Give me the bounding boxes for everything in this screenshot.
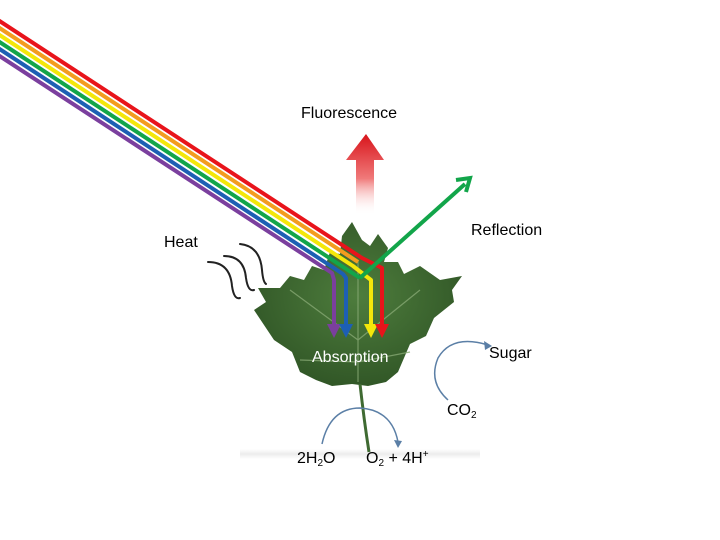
- co2-label: CO2: [447, 402, 477, 421]
- maple-leaf-icon: [254, 222, 462, 453]
- absorption-label: Absorption: [312, 349, 389, 366]
- heat-wave-icon: [207, 243, 267, 300]
- beam-yellow: [0, 32, 373, 326]
- reflection-label: Reflection: [471, 222, 543, 239]
- heat-label: Heat: [164, 234, 198, 251]
- beam-orange: [0, 25, 360, 264]
- beam-red: [0, 18, 384, 326]
- absorbed-arrowheads: [327, 324, 389, 338]
- beam-blue: [0, 46, 348, 326]
- oxygen-protons: + 4H: [384, 450, 423, 467]
- co2-subscript: 2: [471, 410, 477, 421]
- fluorescence-label: Fluorescence: [301, 105, 398, 122]
- water-subscript: 2: [317, 458, 324, 469]
- sugar-cycle-arrow: [433, 340, 492, 401]
- co2-base: CO: [447, 402, 471, 419]
- oxygen-base: O: [366, 450, 379, 467]
- beam-violet: [0, 53, 336, 326]
- oxygen-superscript: +: [422, 449, 429, 460]
- oxygen-label: O2 + 4H+: [366, 449, 429, 469]
- water-prefix: 2H: [297, 450, 318, 467]
- sugar-label: Sugar: [489, 345, 532, 362]
- ground-shadow: [240, 449, 480, 459]
- water-label: 2H2O: [297, 450, 336, 469]
- reflection-arrow: [358, 175, 473, 280]
- beam-green: [0, 39, 362, 280]
- water-suffix: O: [323, 450, 336, 467]
- oxygen-subscript: 2: [378, 458, 385, 469]
- leaf-stem: [358, 383, 371, 453]
- sunlight-spectrum: [0, 18, 384, 326]
- fluorescence-arrow: [346, 134, 384, 215]
- water-cycle-arrow: [321, 407, 402, 448]
